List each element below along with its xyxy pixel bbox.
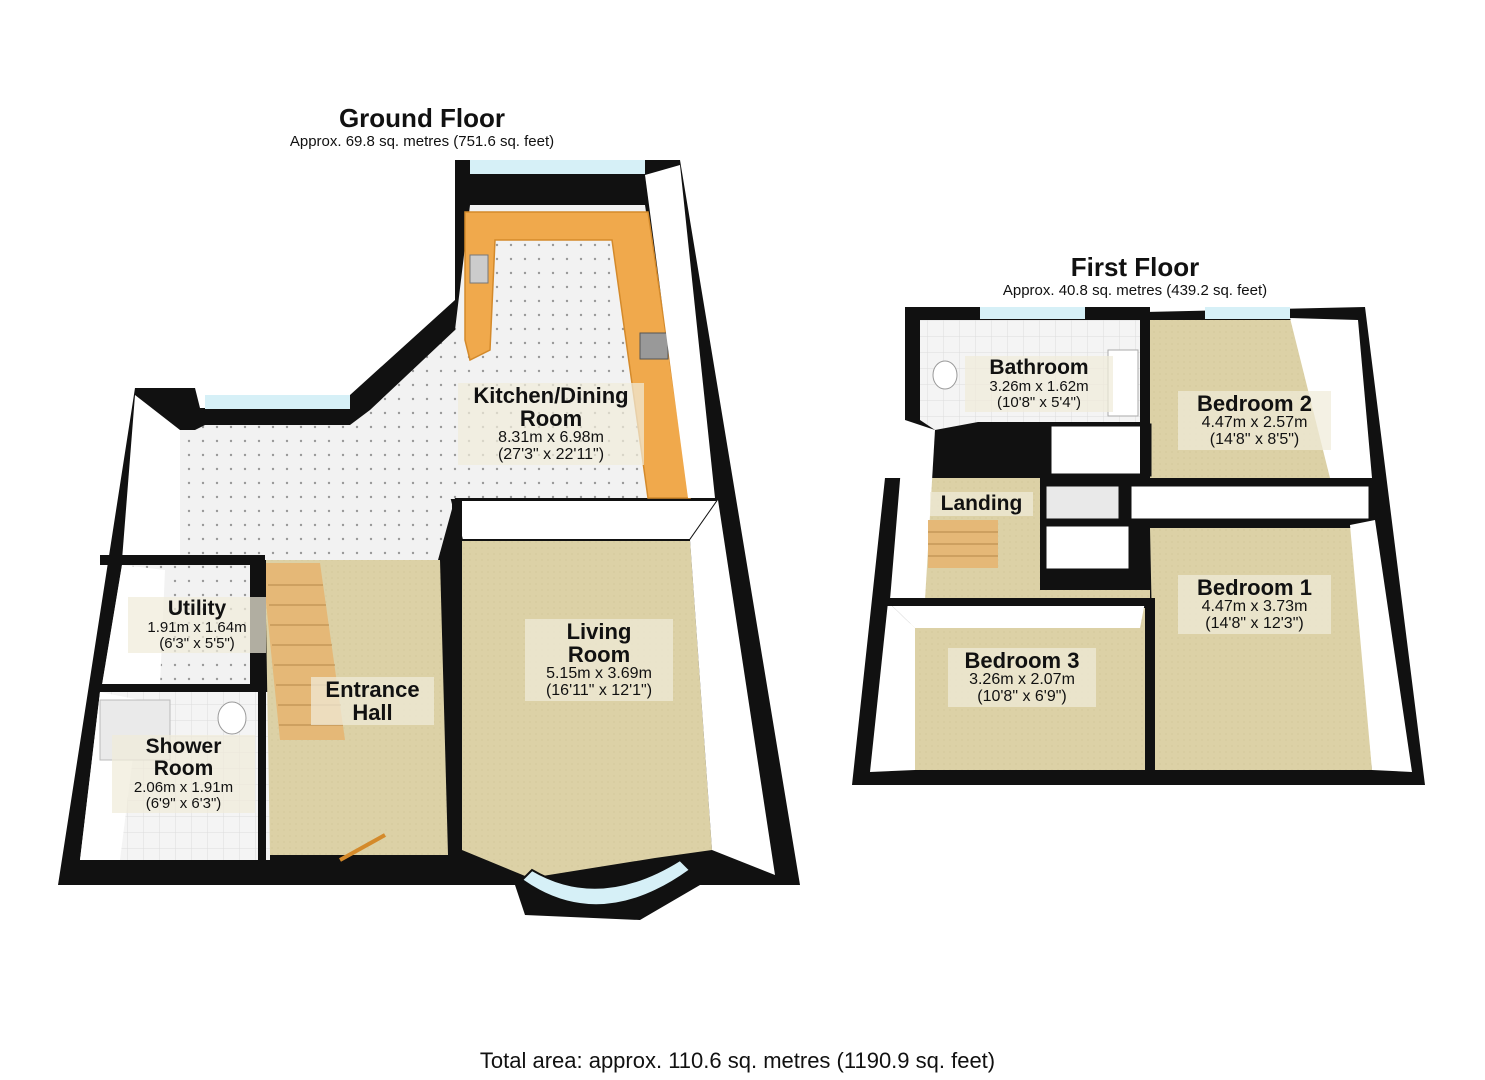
bedroom-1-wardrobe bbox=[1128, 483, 1372, 522]
bedroom-3-left-face bbox=[870, 602, 915, 772]
living-room-wall-right bbox=[690, 500, 775, 875]
wall-hall-living bbox=[452, 500, 462, 850]
landing-wall-face bbox=[890, 420, 935, 600]
ground-floor-title: Ground Floor bbox=[338, 103, 506, 133]
bedroom-3-wall-face bbox=[888, 602, 1145, 628]
bathroom-window bbox=[980, 307, 1085, 319]
room-label-entrance-hall: Entrance Hall bbox=[311, 677, 434, 726]
kitchen-right-wall-face bbox=[645, 165, 715, 498]
living-room-wall-top bbox=[450, 499, 720, 541]
bay-window bbox=[520, 858, 692, 907]
first-floor-area: Approx. 40.8 sq. metres (439.2 sq. feet) bbox=[1002, 282, 1268, 299]
room-label-kitchen-dining: Kitchen/Dining Room 8.31m x 6.98m (27'3"… bbox=[458, 383, 644, 465]
ground-floor-area: Approx. 69.8 sq. metres (751.6 sq. feet) bbox=[289, 133, 555, 150]
sink bbox=[469, 254, 489, 284]
room-label-bedroom-2: Bedroom 2 4.47m x 2.57m (14'8" x 8'5") bbox=[1178, 391, 1331, 450]
room-label-landing: Landing bbox=[930, 492, 1033, 517]
bedroom-2-wall-face bbox=[1290, 318, 1372, 478]
bedroom-1-wall-face bbox=[1350, 520, 1412, 772]
total-area: Total area: approx. 110.6 sq. metres (11… bbox=[479, 1048, 996, 1073]
first-floor-title-block: First Floor Approx. 40.8 sq. metres (439… bbox=[975, 252, 1295, 300]
room-label-shower-room: Shower Room 2.06m x 1.91m (6'9" x 6'3") bbox=[112, 735, 255, 813]
wall-bed3-top bbox=[885, 598, 1150, 606]
dining-window bbox=[205, 395, 350, 409]
first-floor-title: First Floor bbox=[1070, 252, 1200, 282]
room-label-living-room: Living Room 5.15m x 3.69m (16'11" x 12'1… bbox=[525, 619, 673, 701]
bedroom-2-window bbox=[1205, 307, 1290, 319]
toilet bbox=[217, 701, 247, 735]
landing-cupboard bbox=[1048, 423, 1152, 477]
hob bbox=[639, 332, 669, 360]
ground-left-wall-face bbox=[122, 395, 180, 560]
front-door bbox=[339, 833, 386, 862]
cupboard-1 bbox=[1043, 483, 1122, 522]
room-label-bedroom-3: Bedroom 3 3.26m x 2.07m (10'8" x 6'9") bbox=[948, 648, 1096, 707]
living-room-floor bbox=[462, 540, 712, 878]
room-label-bathroom: Bathroom 3.26m x 1.62m (10'8" x 5'4") bbox=[965, 356, 1113, 412]
kitchen-dining-floor bbox=[180, 205, 688, 560]
room-label-utility: Utility 1.91m x 1.64m (6'3" x 5'5") bbox=[128, 597, 266, 653]
wall-shower-top bbox=[95, 684, 265, 692]
wall-bed3-bed1 bbox=[1145, 598, 1155, 773]
wall-hall-left bbox=[258, 560, 266, 860]
bath bbox=[1107, 349, 1139, 417]
first-floor-plan bbox=[852, 307, 1425, 785]
wall-utility-top bbox=[100, 555, 265, 565]
landing-stairs bbox=[928, 520, 998, 568]
ground-floor-title-block: Ground Floor Approx. 69.8 sq. metres (75… bbox=[262, 103, 582, 151]
bathroom-toilet bbox=[932, 360, 958, 390]
bedroom-1-floor bbox=[1150, 528, 1372, 770]
cupboard-2 bbox=[1043, 523, 1132, 572]
room-label-bedroom-1: Bedroom 1 4.47m x 3.73m (14'8" x 12'3") bbox=[1178, 575, 1331, 634]
kitchen-window bbox=[470, 160, 645, 174]
wall-bathroom-bedroom2 bbox=[1140, 307, 1150, 482]
